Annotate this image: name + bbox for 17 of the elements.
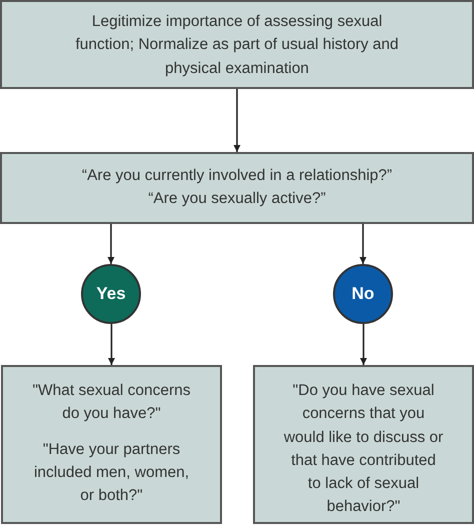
arrow: [360, 324, 367, 365]
box-text: “Are you currently involved in a relationship?”: [82, 166, 392, 186]
decision-label: Yes: [96, 284, 126, 304]
process-box: [0, 152, 474, 224]
arrow: [108, 324, 115, 365]
arrow: [360, 224, 366, 264]
arrow: [108, 224, 114, 264]
decision-label: No: [352, 284, 374, 304]
box-text: "Have your partners included men, women, or both?": [32, 440, 190, 506]
box-text: Legitimize importance of assessing sexual function; Normalize as part of usual history and physical examination: [74, 12, 400, 78]
process-box: [253, 365, 474, 524]
box-text: "What sexual concerns do you have?": [32, 381, 192, 424]
process-box: [0, 0, 474, 89]
box-text: “Are you sexually active?”: [148, 189, 326, 210]
process-box: [1, 365, 222, 524]
arrow: [234, 89, 240, 152]
box-text: "Do you have sexual concerns that you would like to discuss or that have contributed to lack of sexual behavior?": [283, 381, 444, 518]
